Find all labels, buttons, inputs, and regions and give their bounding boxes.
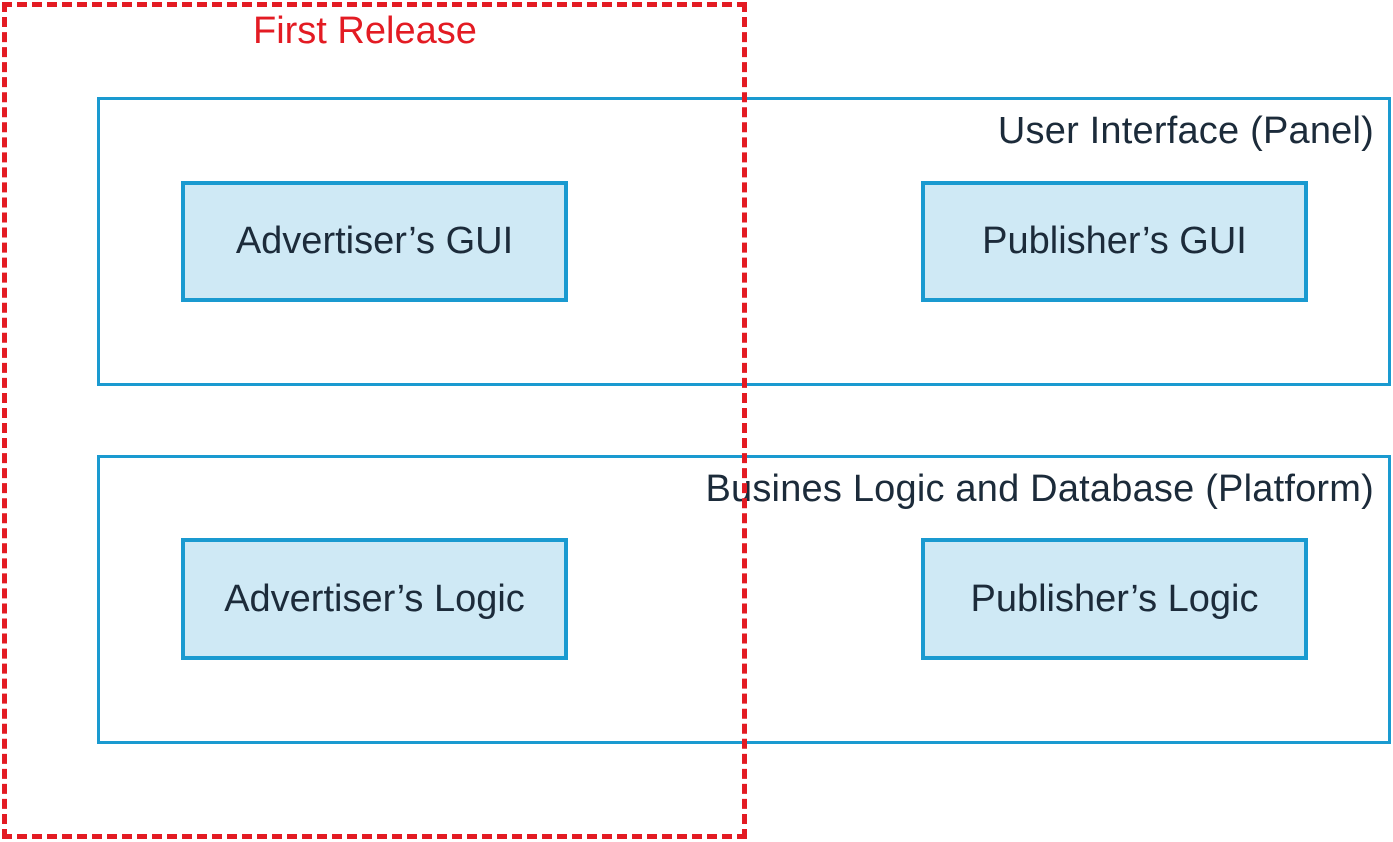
first-release-title: First Release bbox=[253, 10, 477, 52]
publisher-logic-label: Publisher’s Logic bbox=[970, 577, 1259, 620]
publisher-gui-label: Publisher’s GUI bbox=[982, 220, 1247, 262]
business-logic-layer-title: Busines Logic and Database (Platform) bbox=[705, 468, 1374, 510]
advertiser-gui-box: Advertiser’s GUI bbox=[181, 181, 568, 302]
advertiser-logic-label: Advertiser’s Logic bbox=[224, 577, 525, 620]
publisher-logic-box: Publisher’s Logic bbox=[921, 538, 1308, 660]
publisher-gui-box: Publisher’s GUI bbox=[921, 181, 1308, 302]
advertiser-gui-label: Advertiser’s GUI bbox=[235, 220, 514, 262]
advertiser-logic-box: Advertiser’s Logic bbox=[181, 538, 568, 660]
user-interface-layer-title: User Interface (Panel) bbox=[997, 110, 1374, 152]
